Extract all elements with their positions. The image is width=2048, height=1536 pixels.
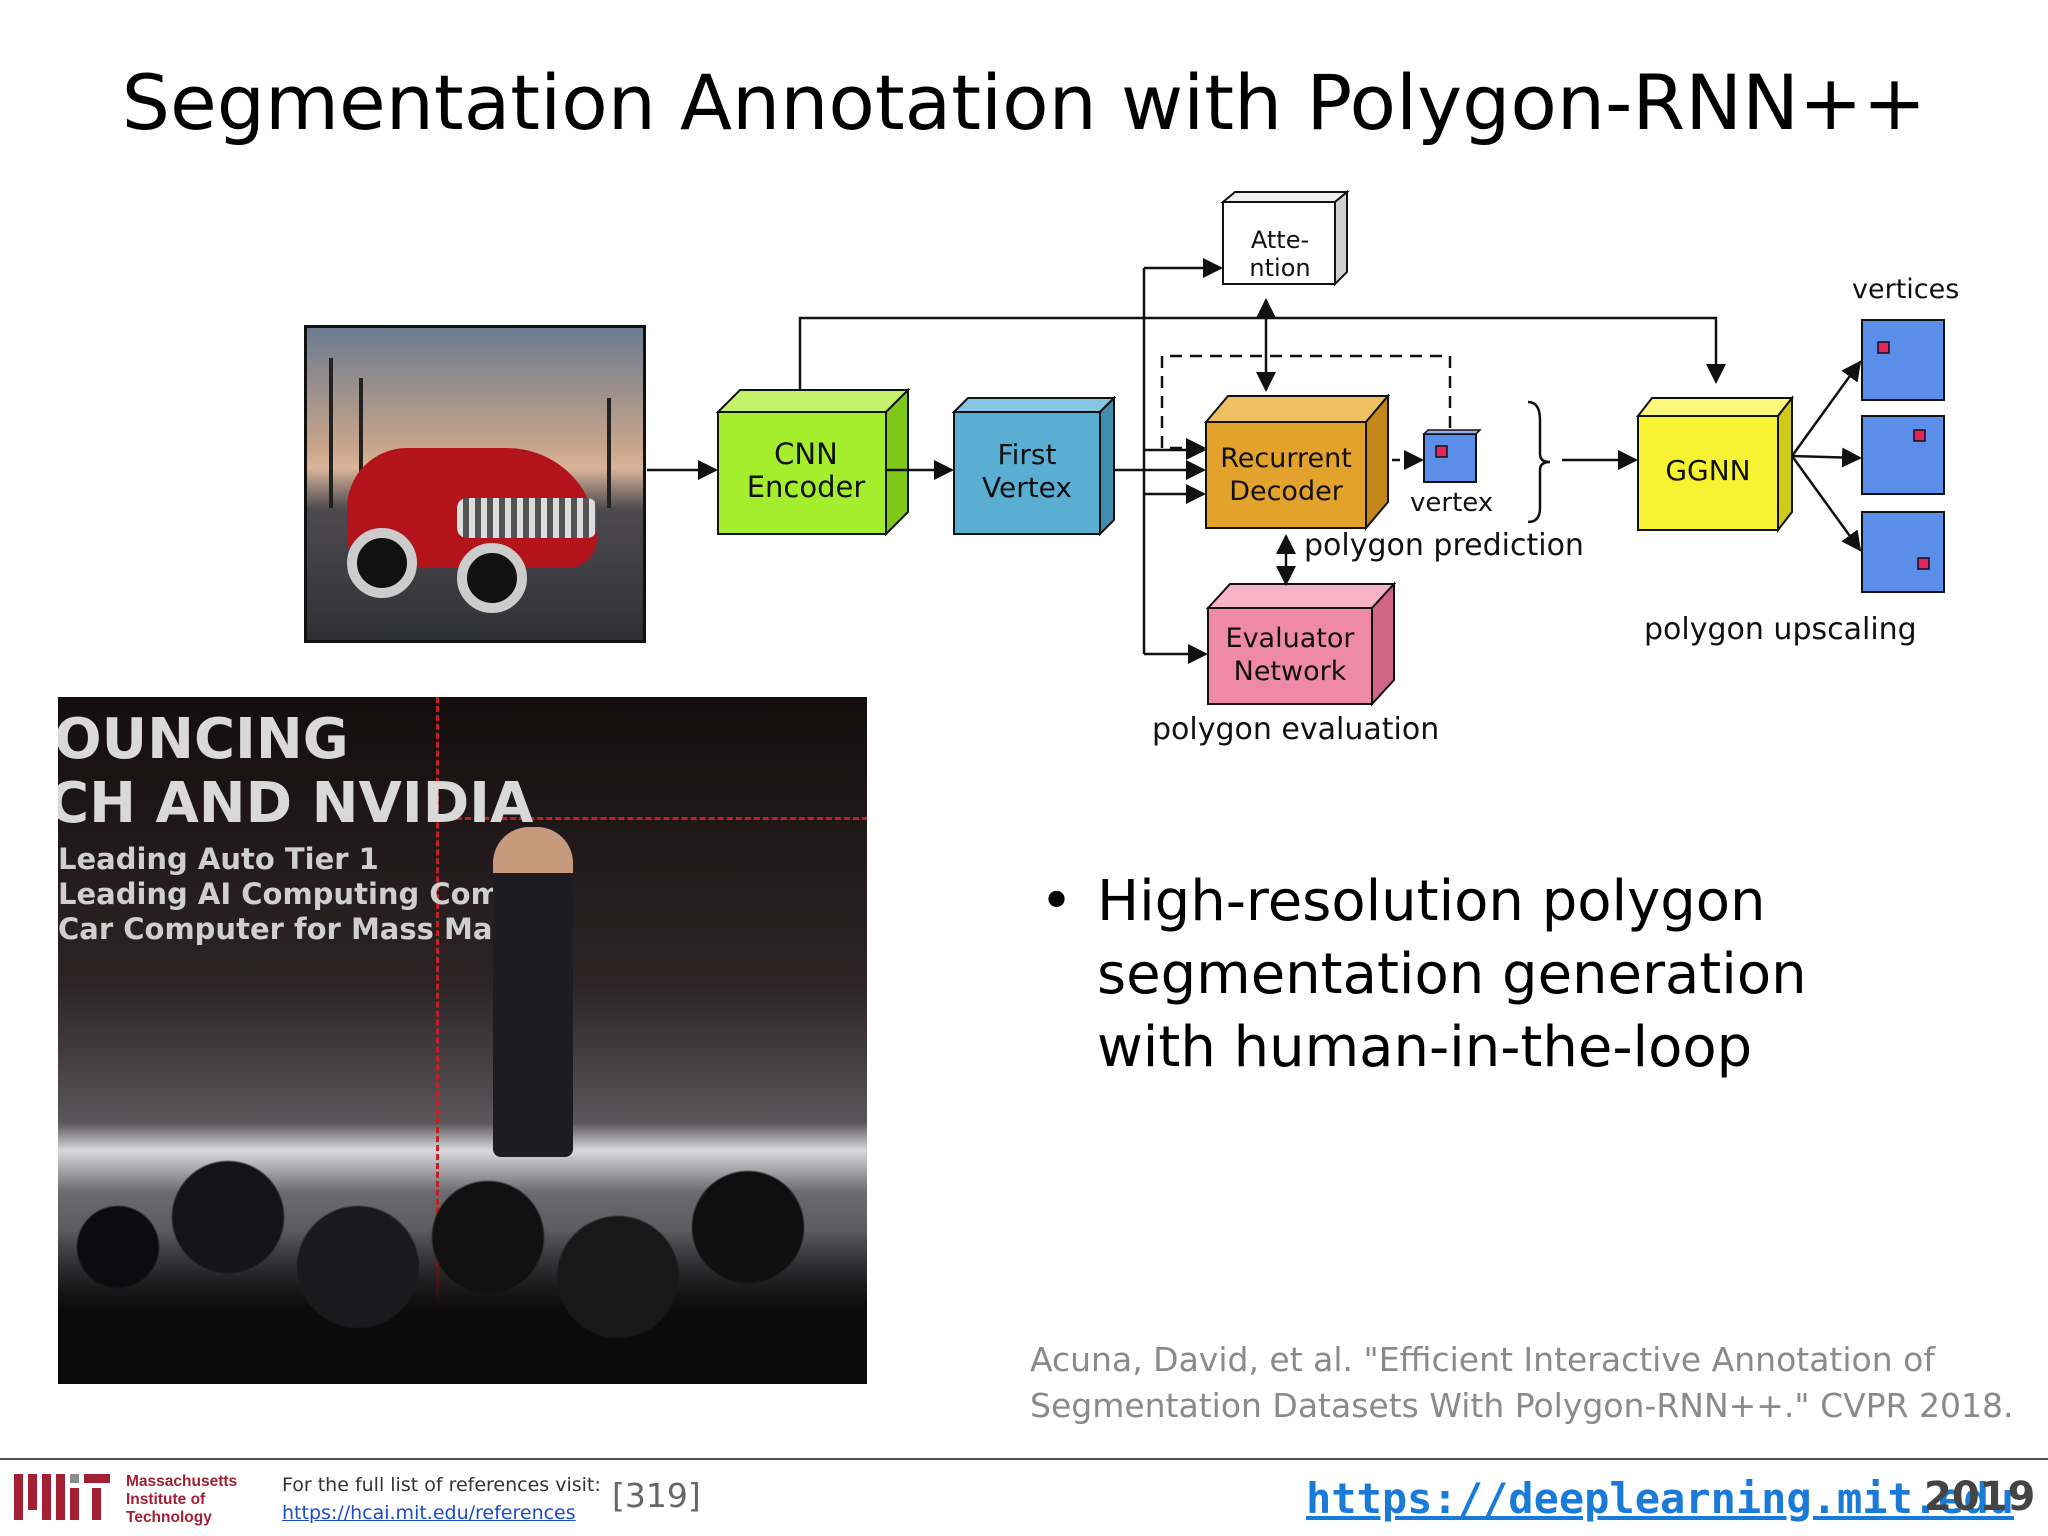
speaker-figure: [493, 827, 573, 1157]
video-headline-1: OUNCING: [58, 707, 349, 772]
diagram-arrows: [647, 258, 1862, 664]
video-subline-3: Car Computer for Mass Mark: [58, 912, 527, 946]
keynote-video-still: OUNCING CH AND NVIDIA Leading Auto Tier …: [58, 697, 867, 1384]
audience-silhouettes: [58, 1127, 867, 1384]
cnn-encoder-label: CNN Encoder: [746, 437, 866, 504]
course-site-link[interactable]: https://deeplearning.mit.edu: [1306, 1474, 2015, 1523]
evaluator-network-block: [1205, 581, 1397, 707]
video-subline-1: Leading Auto Tier 1: [58, 842, 379, 876]
references-label: For the full list of references visit:: [282, 1474, 601, 1496]
polygon-prediction-label: polygon prediction: [1304, 528, 1584, 563]
slide-title: Segmentation Annotation with Polygon-RNN…: [121, 58, 1927, 147]
bullet-text: High-resolution polygon segmentation gen…: [1097, 869, 1807, 1080]
first-vertex-label: First Vertex: [981, 438, 1072, 504]
polygon-upscaling-label: polygon upscaling: [1644, 612, 1917, 647]
ggnn-label: GGNN: [1665, 454, 1751, 487]
vertices-upscaled-boxes: [1861, 319, 1945, 593]
recurrent-decoder-block: [1203, 393, 1391, 531]
recurrent-decoder-label: Recurrent Decoder: [1220, 443, 1352, 507]
citation-line-1: Acuna, David, et al. "Efficient Interact…: [1030, 1340, 1935, 1379]
bullet-dot: •: [1040, 869, 1074, 934]
video-subline-2: Leading AI Computing Comp: [58, 877, 522, 911]
footer-divider: [0, 1458, 2048, 1460]
paper-citation: Acuna, David, et al. "Efficient Interact…: [1030, 1337, 2030, 1429]
cnn-encoder-block: [715, 387, 911, 537]
mit-wordmark: Massachusetts Institute of Technology: [126, 1473, 238, 1526]
reference-number: [319]: [612, 1476, 701, 1515]
vertices-label: vertices: [1852, 274, 1960, 305]
polygon-evaluation-label: polygon evaluation: [1152, 712, 1440, 747]
attention-label: Atte- ntion: [1249, 226, 1311, 282]
citation-line-2: Segmentation Datasets With Polygon-RNN++…: [1030, 1386, 2014, 1425]
mit-logo-icon: [14, 1474, 110, 1520]
attention-block: [1220, 190, 1350, 287]
vertex-output-square: [1422, 429, 1482, 483]
video-headline-2: CH AND NVIDIA: [58, 771, 534, 836]
polygon-rnn-architecture-diagram: Atte- ntion CNN Encoder First Vertex Rec…: [600, 190, 2000, 770]
references-link[interactable]: https://hcai.mit.edu/references: [282, 1502, 576, 1524]
course-year: 2019: [1924, 1474, 2036, 1520]
car-input-image: [304, 325, 646, 643]
ggnn-block: [1635, 395, 1795, 533]
evaluator-network-label: Evaluator Network: [1225, 623, 1355, 687]
vertex-label: vertex: [1410, 488, 1494, 518]
first-vertex-block: [951, 395, 1117, 537]
